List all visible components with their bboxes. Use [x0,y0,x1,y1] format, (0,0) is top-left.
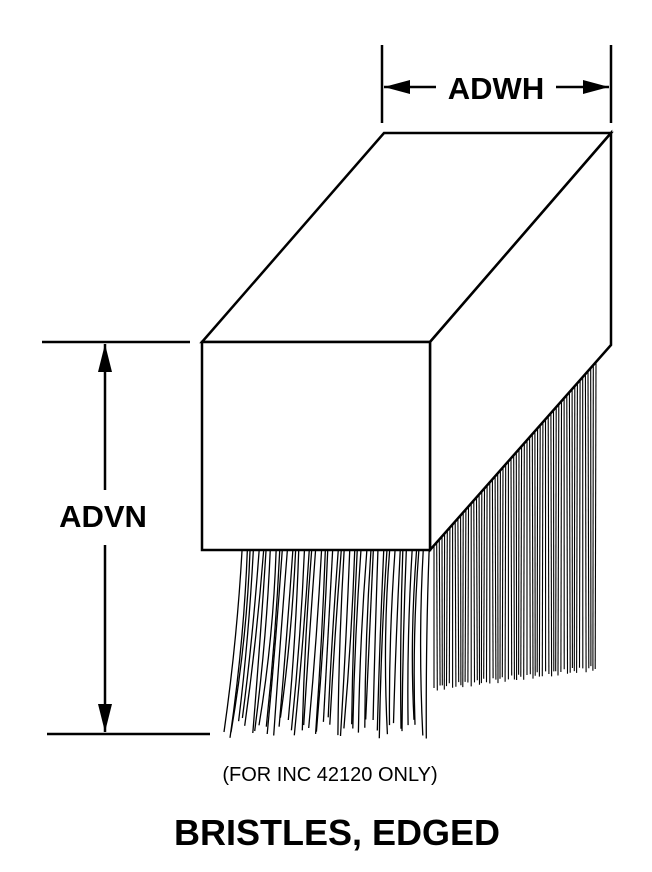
bristle-line [351,550,358,725]
bristle-line [273,550,288,736]
bristle-line [436,542,438,691]
bristle-line [352,550,362,729]
bristle-line [483,488,486,679]
width-arrow-left [384,80,410,94]
bristle-line [364,550,372,728]
width-dim-label: ADWH [448,71,544,106]
bristle-line [584,373,587,673]
bristle-line [223,550,243,733]
bristle-line [266,550,283,735]
bristle-line [327,550,339,718]
bristle-line [566,395,569,674]
height-dimension [42,340,210,736]
bristle-line [555,407,557,672]
bristle-line [547,416,550,675]
bristle-line [399,550,404,729]
bristle-line [278,550,294,727]
bristle-line [541,422,544,677]
bristle-line [357,550,368,733]
bristle-line [329,550,342,725]
bristle-line [411,550,418,720]
bristle-line [560,401,563,673]
bristle-line [504,464,507,682]
bristle-line [388,550,396,726]
note-text: (FOR INC 42120 ONLY) [222,764,437,786]
bristle-line [473,500,476,683]
bristle-line [265,550,281,727]
bristle-line [258,550,277,726]
bristle-line [594,361,597,670]
bristle-line [475,497,478,681]
bristle-line [322,550,334,722]
bristle-line [337,550,345,736]
bristle-line [237,550,254,722]
bristle-line [384,550,391,735]
bristle-line [315,550,329,732]
bristle-line [293,550,310,736]
bristle-line [301,550,313,731]
bristle-line [578,379,581,668]
bristle-line [419,550,424,736]
bristle-line [538,425,541,677]
bristle-line [501,467,504,678]
bristle-line [241,550,260,719]
bristle-line [308,550,323,729]
bristle-line [467,506,470,683]
bristle-line [550,413,553,677]
bristle-line [576,382,578,673]
width-dimension [380,45,613,123]
height-arrow-bottom [98,704,112,732]
bristle-line [438,539,441,686]
side-bristles [433,361,597,691]
bristle-line [523,443,525,680]
bristle-line [279,550,297,718]
bristle-line [494,476,497,680]
bristle-line [372,550,379,721]
bristle-line [513,455,515,680]
bristle-line [365,550,374,720]
bristle-line [303,550,317,726]
bristle-line [339,550,351,737]
block-front-face [200,340,432,552]
bristle-line [510,458,513,676]
bristle-line [392,550,401,724]
bristle-line [230,550,251,733]
bristle-line [314,550,326,734]
bristle-line [401,550,407,732]
bristle-line [343,550,356,729]
bristle-line [464,509,467,682]
bristle-line [252,550,267,734]
bristle-line [448,527,451,684]
bristle-line [413,550,420,725]
bristle-line [587,370,590,669]
bristle-line [378,550,388,739]
height-dim-label: ADVN [59,499,147,534]
bristle-line [290,550,306,731]
bristle-line [376,550,385,731]
diagram-title: BRISTLES, EDGED [174,812,500,853]
bristle-line [454,521,457,687]
bristle-line [445,530,448,687]
bristle-line [529,437,531,675]
width-arrow-right [583,80,609,94]
bristle-line [573,386,576,672]
front-bristles [223,550,430,739]
bristle-line [520,446,523,677]
bristle-line [425,550,430,739]
bristle-line [485,485,488,683]
bristle-line [491,479,494,679]
bristle-line [254,550,271,732]
bristle-line [229,550,248,738]
bristle-line [531,434,534,679]
bristle-line [457,518,460,683]
bristle-line [244,550,265,726]
brush-block [199,129,614,554]
bristle-line [287,550,300,721]
bristle-line [557,404,560,676]
bristle-line [568,392,571,673]
height-arrow-top [98,344,112,372]
bristle-line [407,550,413,726]
